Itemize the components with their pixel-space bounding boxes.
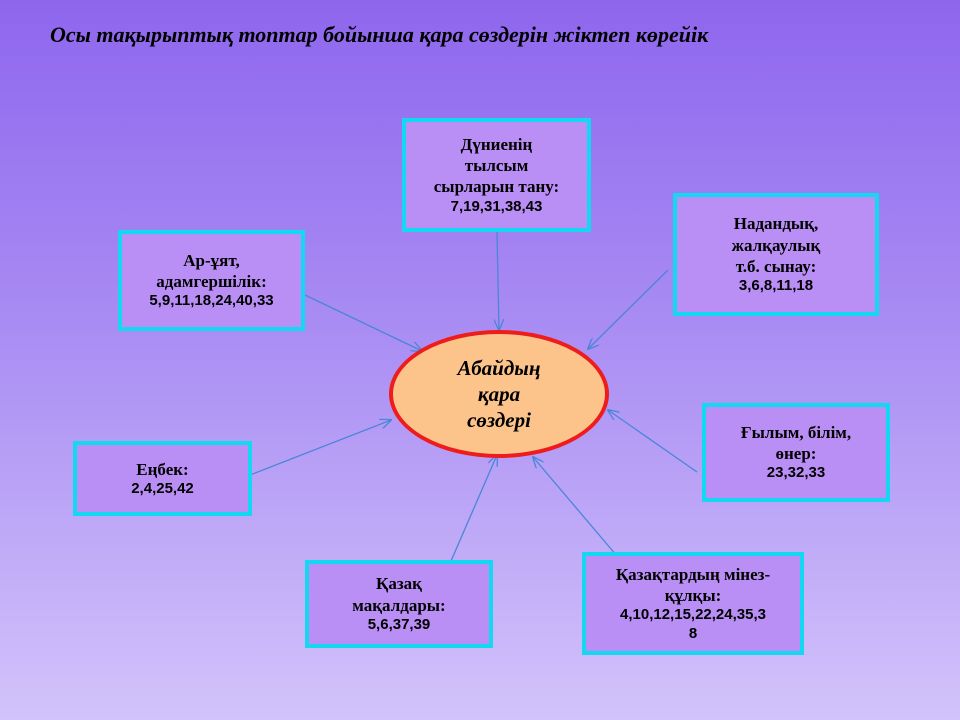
box-minez-line-1: Қазақтардың мінез- [615,564,771,584]
box-dunie-line-3: сырларын тану: [433,177,560,197]
box-ar-uyat: Ар-ұят, адамгершілік: 5,9,11,18,24,40,33 [118,230,305,331]
box-maqal-line-2: мақалдары: [352,595,446,615]
center-line-2: қара [477,381,521,406]
box-gylym-line-1: Ғылым, білім, [740,422,852,442]
box-dunie: Дүниенің тылсым сырларын тану: 7,19,31,3… [402,118,591,232]
box-minez-line-2: құлқы: [664,585,722,605]
box-enbek-line-1: Еңбек: [136,459,189,479]
arrow-ar-uyat [304,294,422,351]
box-dunie-numbers: 7,19,31,38,43 [450,197,543,215]
arrow-dunie [497,231,499,330]
box-nadandyq-line-1: Надандық, [733,214,819,234]
box-ar-uyat-line-2: адамгершілік: [156,272,267,292]
box-nadandyq-numbers: 3,6,8,11,18 [738,277,814,294]
center-line-3: сөздері [467,408,531,433]
box-enbek-numbers: 2,4,25,42 [131,479,194,497]
arrow-maqal [450,455,497,562]
box-dunie-line-2: тылсым [464,156,529,175]
arrow-minez [533,457,618,557]
arrow-enbek [249,420,391,476]
arrow-nadandyq [588,269,669,349]
box-maqal-numbers: 5,6,37,39 [367,615,431,633]
center-ellipse: Абайдың қара сөздері [389,330,609,458]
box-gylym-line-2: өнер: [775,444,817,464]
box-nadandyq-line-3: т.б. сынау: [735,256,817,276]
box-maqal: Қазақ мақалдары: 5,6,37,39 [305,560,493,648]
box-nadandyq: Надандық, жалқаулық т.б. сынау: 3,6,8,11… [673,193,879,316]
center-line-1: Абайдың [457,355,541,380]
box-maqal-line-1: Қазақ [376,574,422,594]
box-enbek: Еңбек: 2,4,25,42 [73,441,252,516]
arrow-gylym [608,410,698,473]
box-nadandyq-line-2: жалқаулық [731,235,821,255]
box-minez: Қазақтардың мінез- құлқы: 4,10,12,15,22,… [582,552,804,655]
box-gylym: Ғылым, білім, өнер: 23,32,33 [702,403,890,502]
slide-title: Осы тақырыптық топтар бойынша қара сөзде… [50,22,709,47]
box-minez-numbers: 4,10,12,15,22,24,35,3 8 [620,606,766,642]
box-dunie-line-1: Дүниенің [460,134,533,154]
box-gylym-numbers: 23,32,33 [766,464,826,482]
box-ar-uyat-line-1: Ар-ұят, [183,250,240,270]
box-ar-uyat-numbers: 5,9,11,18,24,40,33 [149,292,274,310]
